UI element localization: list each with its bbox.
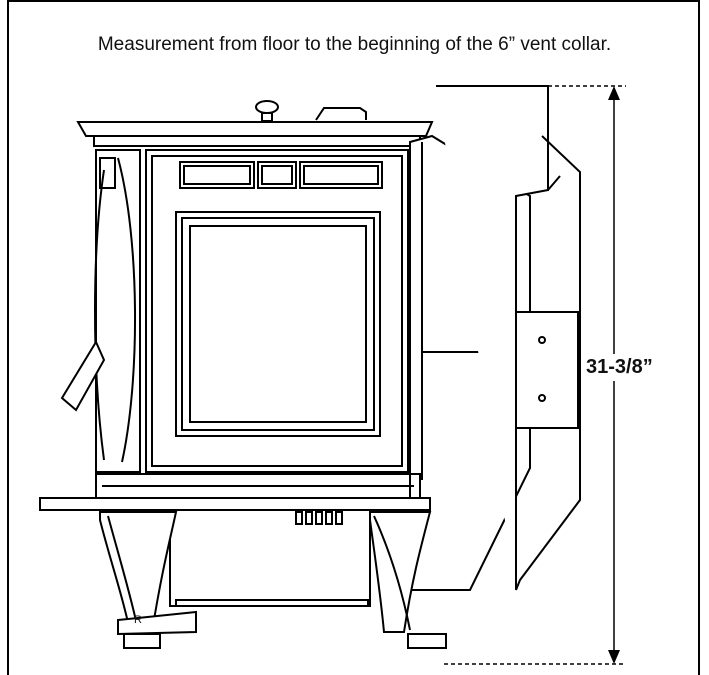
height-dimension-label: 31-3/8” xyxy=(582,354,657,381)
rear-badge: R xyxy=(134,614,142,626)
figure-caption: Measurement from floor to the beginning … xyxy=(97,34,612,55)
